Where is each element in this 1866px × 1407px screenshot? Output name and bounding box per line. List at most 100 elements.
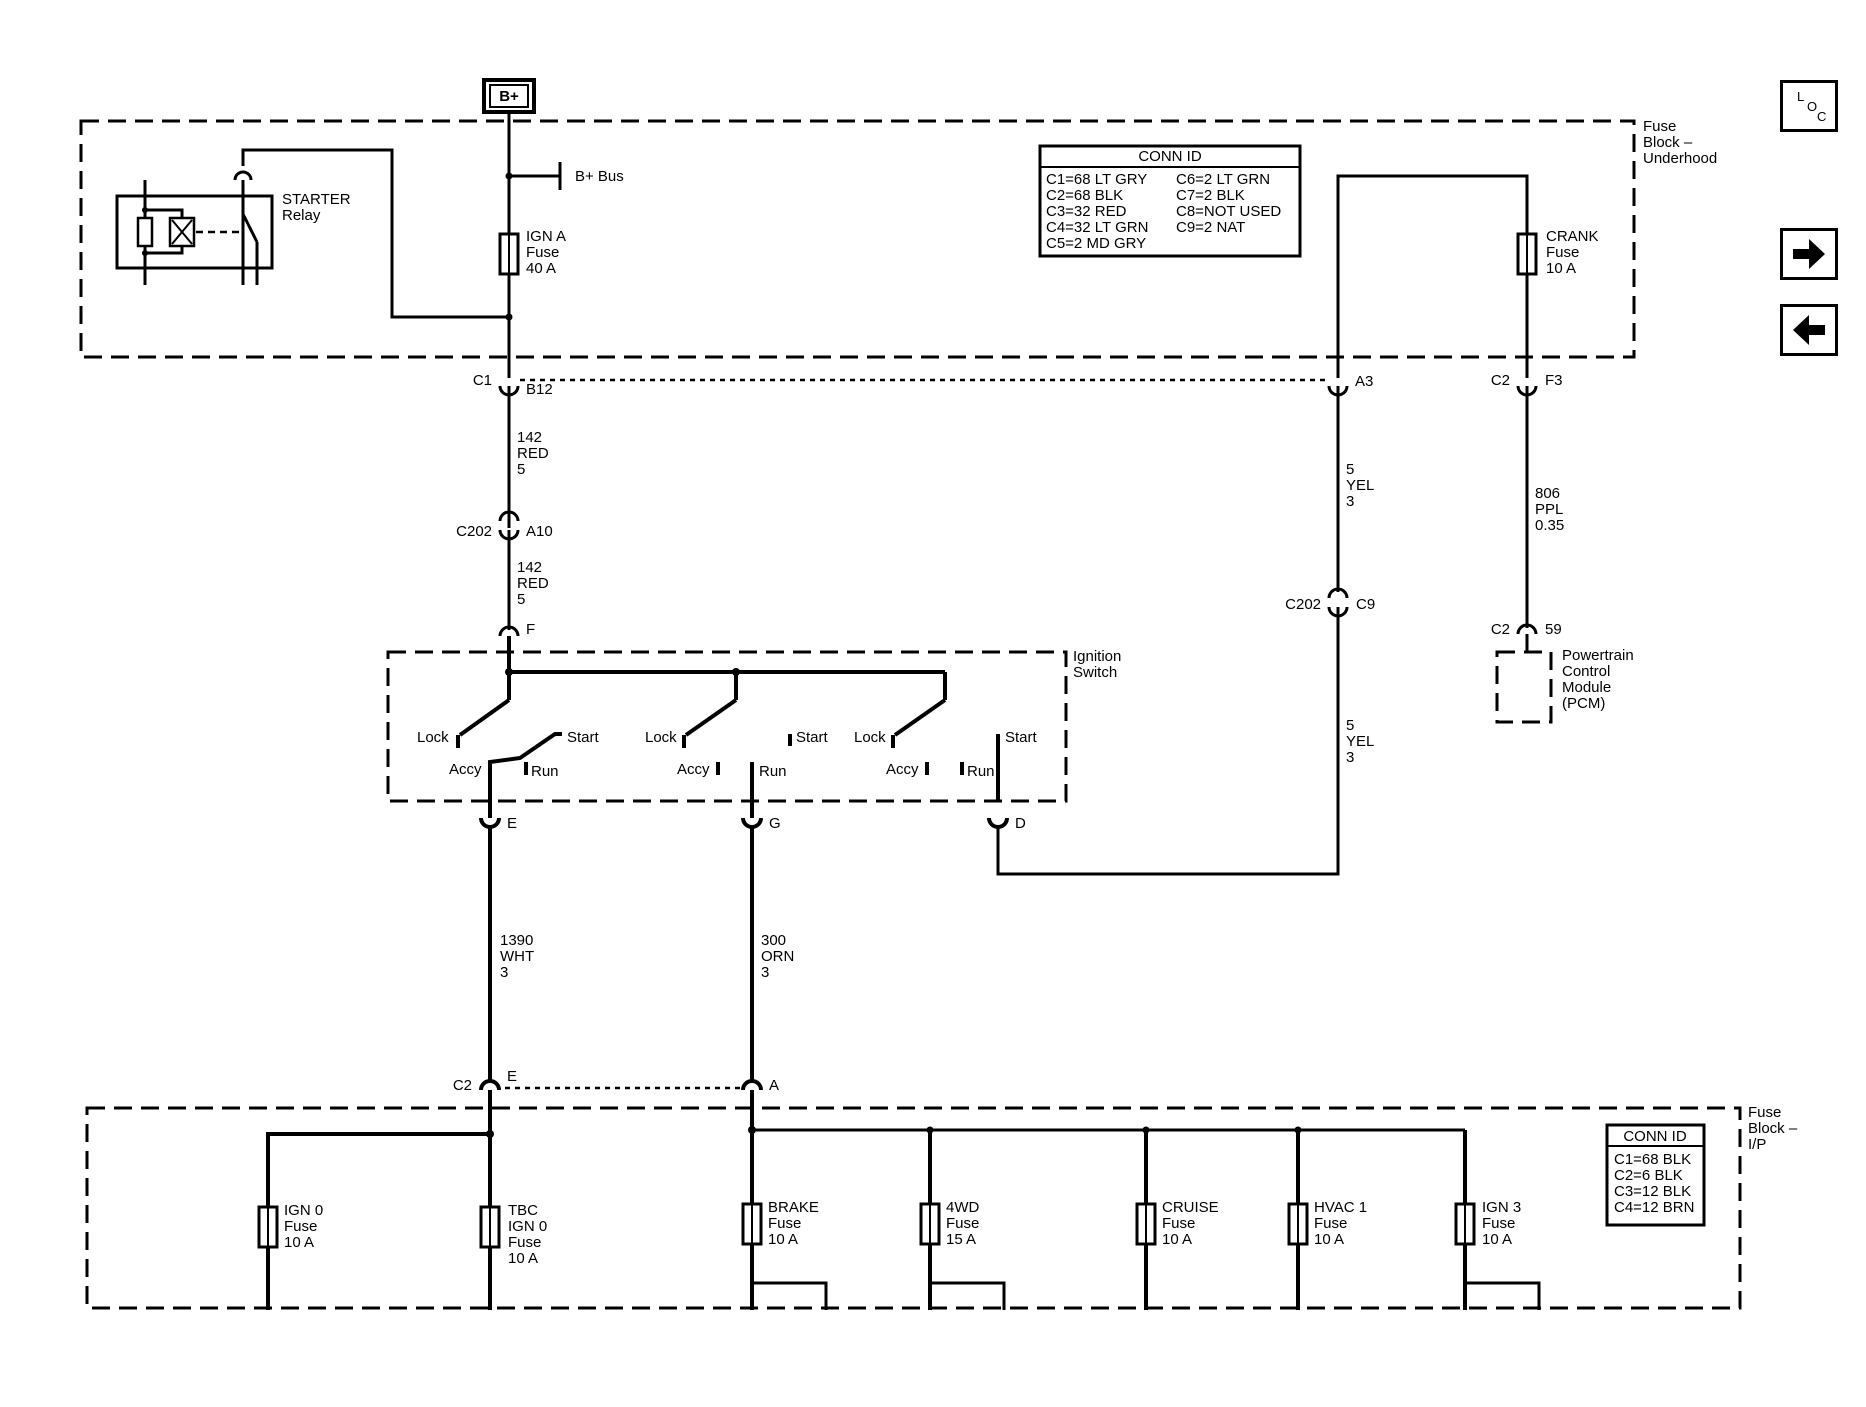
fuse-block-underhood-title: Fuse Block – Underhood (1643, 118, 1717, 167)
svg-text:C1=68 LT GRY: C1=68 LT GRY (1046, 171, 1147, 188)
svg-text:A10: A10 (526, 523, 553, 540)
svg-text:C2: C2 (1491, 372, 1510, 389)
svg-text:Fuse: Fuse (1748, 1104, 1781, 1121)
svg-text:Ignition: Ignition (1073, 648, 1121, 665)
svg-text:CONN ID: CONN ID (1623, 1128, 1687, 1145)
connector-c202-a10: C202 A10 (456, 510, 553, 541)
svg-text:IGN 0: IGN 0 (284, 1202, 323, 1219)
ign-a-fuse: IGN A Fuse 40 A (498, 228, 566, 277)
wire-142-red-lower: 142 RED 5 (517, 559, 549, 608)
svg-text:1390: 1390 (500, 932, 533, 949)
svg-text:C4=32 LT GRN: C4=32 LT GRN (1046, 219, 1148, 236)
svg-text:Accy: Accy (677, 761, 710, 778)
svg-text:10 A: 10 A (1162, 1231, 1192, 1248)
svg-text:C: C (1817, 109, 1826, 124)
svg-text:Fuse: Fuse (768, 1215, 801, 1232)
svg-text:Underhood: Underhood (1643, 150, 1717, 167)
battery-terminal: B+ (482, 78, 536, 114)
svg-text:IGN 0: IGN 0 (508, 1218, 547, 1235)
svg-text:0.35: 0.35 (1535, 517, 1564, 534)
battery-label: B+ (499, 88, 519, 105)
svg-text:806: 806 (1535, 485, 1560, 502)
svg-text:Block –: Block – (1643, 134, 1693, 151)
svg-text:15 A: 15 A (946, 1231, 976, 1248)
svg-text:F: F (526, 621, 535, 638)
svg-text:D: D (1015, 815, 1026, 832)
svg-text:F3: F3 (1545, 372, 1563, 389)
fuse-tbc-ign-0: TBC IGN 0 Fuse 10 A (479, 1202, 547, 1267)
svg-text:RED: RED (517, 445, 549, 462)
wire-1390-wht: 1390 WHT 3 (500, 932, 534, 981)
wire-806-ppl: 806 PPL 0.35 (1535, 485, 1564, 534)
conn-id-title: CONN ID (1138, 148, 1202, 165)
svg-text:Run: Run (759, 763, 787, 780)
svg-text:O: O (1807, 99, 1817, 114)
fuse-block-ip-title: Fuse Block – I/P (1748, 1104, 1798, 1153)
svg-text:Fuse: Fuse (1162, 1215, 1195, 1232)
previous-page-button[interactable] (1780, 304, 1838, 356)
svg-text:C6=2 LT GRN: C6=2 LT GRN (1176, 171, 1270, 188)
svg-text:Lock: Lock (645, 729, 677, 746)
loc-button[interactable]: L O C (1780, 80, 1838, 132)
svg-text:C5=2 MD GRY: C5=2 MD GRY (1046, 235, 1146, 252)
svg-text:5: 5 (1346, 461, 1354, 478)
svg-text:Block –: Block – (1748, 1120, 1798, 1137)
svg-text:Control: Control (1562, 663, 1610, 680)
connector-c2-e-ip: C2 E (453, 1068, 517, 1094)
svg-text:Fuse: Fuse (284, 1218, 317, 1235)
svg-text:A: A (769, 1077, 779, 1094)
svg-text:Lock: Lock (854, 729, 886, 746)
arrow-right-icon (1793, 239, 1825, 269)
svg-text:(PCM): (PCM) (1562, 695, 1605, 712)
svg-text:Run: Run (531, 763, 559, 780)
svg-text:142: 142 (517, 429, 542, 446)
svg-text:C4=12 BRN: C4=12 BRN (1614, 1199, 1694, 1216)
connector-c202-c9: C202 C9 (1285, 587, 1375, 618)
svg-text:C7=2 BLK: C7=2 BLK (1176, 187, 1245, 204)
powertrain-control-module: Powertrain Control Module (PCM) (1495, 634, 1634, 724)
svg-text:Run: Run (967, 763, 995, 780)
connector-c1-b12: C1 B12 (473, 372, 553, 398)
connector-g: G (741, 815, 781, 832)
svg-text:CRANK: CRANK (1546, 228, 1599, 245)
ignition-switch-title: Ignition Switch (1073, 648, 1121, 681)
svg-text:3: 3 (500, 964, 508, 981)
svg-text:ORN: ORN (761, 948, 794, 965)
svg-text:BRAKE: BRAKE (768, 1199, 819, 1216)
fuse-hvac-1: HVAC 1 Fuse 10 A (1287, 1199, 1367, 1248)
svg-text:C8=NOT USED: C8=NOT USED (1176, 203, 1281, 220)
svg-text:YEL: YEL (1346, 733, 1374, 750)
svg-text:10 A: 10 A (1482, 1231, 1512, 1248)
svg-text:C3=12 BLK: C3=12 BLK (1614, 1183, 1691, 1200)
svg-text:I/P: I/P (1748, 1136, 1766, 1153)
connector-a-ip: A (741, 1077, 779, 1094)
conn-id-ip-table: CONN ID C1=68 BLK C2=6 BLK C3=12 BLK C4=… (1605, 1123, 1706, 1227)
svg-text:E: E (507, 1068, 517, 1085)
wire-5-yel-upper: 5 YEL 3 (1346, 461, 1374, 510)
svg-text:C2: C2 (453, 1077, 472, 1094)
svg-text:40 A: 40 A (526, 260, 556, 277)
svg-text:C9=2 NAT: C9=2 NAT (1176, 219, 1245, 236)
svg-text:TBC: TBC (508, 1202, 538, 1219)
connector-e: E (479, 815, 517, 832)
svg-text:C1: C1 (473, 372, 492, 389)
svg-text:59: 59 (1545, 621, 1562, 638)
svg-text:IGN 3: IGN 3 (1482, 1199, 1521, 1216)
fuse-block-ip-outline (85, 1106, 1742, 1310)
fuse-ign-3: IGN 3 Fuse 10 A (1454, 1199, 1521, 1248)
arrow-left-icon (1793, 315, 1825, 345)
svg-text:Switch: Switch (1073, 664, 1117, 681)
svg-text:Fuse: Fuse (1546, 244, 1579, 261)
svg-text:10 A: 10 A (508, 1250, 538, 1267)
svg-text:IGN A: IGN A (526, 228, 566, 245)
crank-fuse: CRANK Fuse 10 A (1516, 228, 1599, 277)
svg-text:C3=32 RED: C3=32 RED (1046, 203, 1127, 220)
next-page-button[interactable] (1780, 228, 1838, 280)
svg-text:C1=68 BLK: C1=68 BLK (1614, 1151, 1691, 1168)
wire-142-red-upper: 142 RED 5 (517, 429, 549, 478)
svg-text:5: 5 (1346, 717, 1354, 734)
starter-relay: STARTER Relay (115, 170, 351, 285)
svg-text:Start: Start (567, 729, 600, 746)
loc-icon: L O C (1797, 89, 1826, 124)
